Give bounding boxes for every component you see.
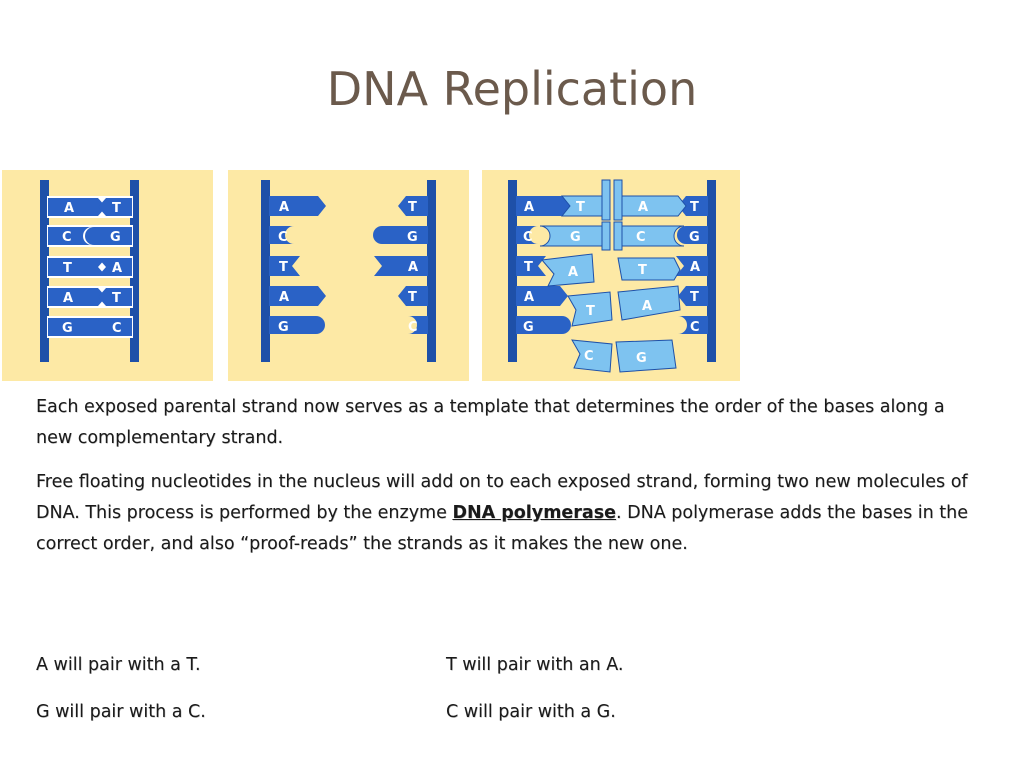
dna-panel-separated: A C T A G T G A T C [228, 170, 469, 381]
base-label: T [576, 200, 585, 215]
base-label: A [524, 200, 534, 215]
base-label: T [408, 290, 417, 305]
base-label: G [278, 320, 289, 335]
base-label: C [584, 349, 594, 364]
base-label: T [408, 200, 417, 215]
base-label: A [690, 260, 700, 275]
base-label: A [642, 299, 652, 314]
base-label: T [690, 290, 699, 305]
base-label: A [638, 200, 648, 215]
base-label: T [112, 291, 121, 306]
base-label: A [64, 201, 74, 216]
base-label: A [408, 260, 418, 275]
base-label: C [690, 320, 700, 335]
pairing-rule-c: C will pair with a G. [446, 702, 616, 722]
base-label: T [112, 201, 121, 216]
base-label: C [408, 320, 418, 335]
base-label: A [112, 261, 122, 276]
base-label: C [62, 230, 72, 245]
dna-polymerase-term: DNA polymerase [452, 503, 617, 523]
pairing-rule-g: G will pair with a C. [36, 702, 206, 722]
base-label: C [278, 230, 288, 245]
base-label: G [110, 230, 121, 245]
base-label: G [407, 230, 418, 245]
base-label: T [690, 200, 699, 215]
base-label: T [586, 304, 595, 319]
base-label: T [279, 260, 288, 275]
base-label: G [636, 351, 647, 366]
dna-panel-intact: A T C G T A A T G C [2, 170, 213, 381]
base-label: G [523, 320, 534, 335]
paragraph-dna-polymerase: Free floating nucleotides in the nucleus… [36, 467, 996, 560]
paragraph-text-start: Free floating nucleotides in the nucleus… [36, 472, 968, 523]
base-label: T [63, 261, 72, 276]
pairing-rule-t: T will pair with an A. [446, 655, 624, 675]
base-label: G [689, 230, 700, 245]
slide-title: DNA Replication [326, 62, 698, 116]
base-label: A [279, 290, 289, 305]
base-label: A [279, 200, 289, 215]
base-label: C [636, 230, 646, 245]
dna-panel-replicating: A C T A G T G A T C A C T A G T G A T C [482, 170, 740, 381]
base-label: T [524, 260, 533, 275]
base-label: C [112, 321, 122, 336]
base-label: A [568, 265, 578, 280]
base-label: T [638, 263, 647, 278]
base-label: G [570, 230, 581, 245]
paragraph-template-role: Each exposed parental strand now serves … [36, 397, 945, 448]
paragraph-text-end: . DNA polymerase adds the bases in the c… [36, 503, 969, 554]
pairing-rule-a: A will pair with a T. [36, 655, 201, 675]
base-label: A [63, 291, 73, 306]
base-label: G [62, 321, 73, 336]
base-label: C [523, 230, 533, 245]
base-label: A [524, 290, 534, 305]
